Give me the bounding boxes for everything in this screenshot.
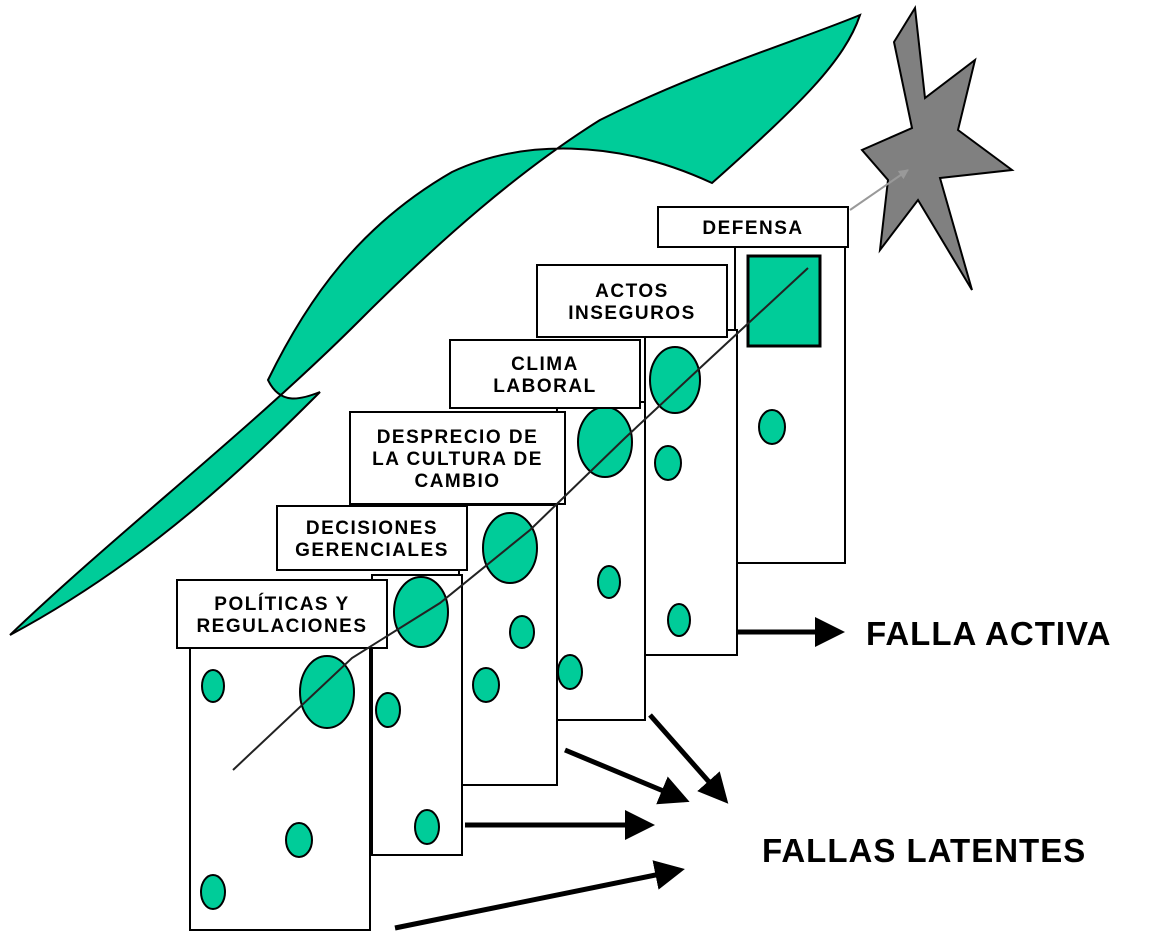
hole-ellipse xyxy=(473,668,499,702)
layer-label-line: ACTOS xyxy=(595,281,669,302)
layer-label-line: INSEGUROS xyxy=(568,303,696,324)
hole-ellipse xyxy=(201,875,225,909)
layer-label-line: DESPRECIO DE xyxy=(377,427,539,448)
hole-ellipse xyxy=(376,693,400,727)
active-failure-label: FALLA ACTIVA xyxy=(866,615,1111,652)
layer-label-line: LA CULTURA DE xyxy=(372,449,543,470)
hole-ellipse xyxy=(300,656,354,728)
layer-label-line: CLIMA xyxy=(511,354,579,375)
hole-ellipse xyxy=(668,604,690,636)
hole-ellipse xyxy=(759,410,785,444)
hole-ellipse xyxy=(578,407,632,477)
hole-ellipse xyxy=(510,616,534,648)
hole-ellipse xyxy=(202,670,224,702)
layer-label-line: POLÍTICAS Y xyxy=(214,593,349,615)
latent-failures-label: FALLAS LATENTES xyxy=(762,832,1086,869)
hole-ellipse xyxy=(286,823,312,857)
hole-ellipse xyxy=(655,446,681,480)
layer-label-line: DEFENSA xyxy=(702,218,803,239)
layer-label-line: REGULACIONES xyxy=(196,616,367,637)
latent-arrow-1 xyxy=(395,870,680,928)
layer-label-line: CAMBIO xyxy=(414,471,500,492)
layer-label-line: LABORAL xyxy=(493,376,596,397)
loss-star-icon xyxy=(862,8,1012,290)
defense-hole-rect xyxy=(748,256,820,346)
hole-ellipse xyxy=(558,655,582,689)
latent-arrow-4 xyxy=(650,715,725,800)
hole-ellipse xyxy=(394,577,448,647)
hole-ellipse xyxy=(483,513,537,583)
layer-label-line: DECISIONES xyxy=(306,518,438,539)
latent-arrow-3 xyxy=(565,750,685,800)
hole-ellipse xyxy=(598,566,620,598)
hole-ellipse xyxy=(415,810,439,844)
layer-label-line: GERENCIALES xyxy=(295,540,449,561)
hole-ellipse xyxy=(650,347,700,413)
